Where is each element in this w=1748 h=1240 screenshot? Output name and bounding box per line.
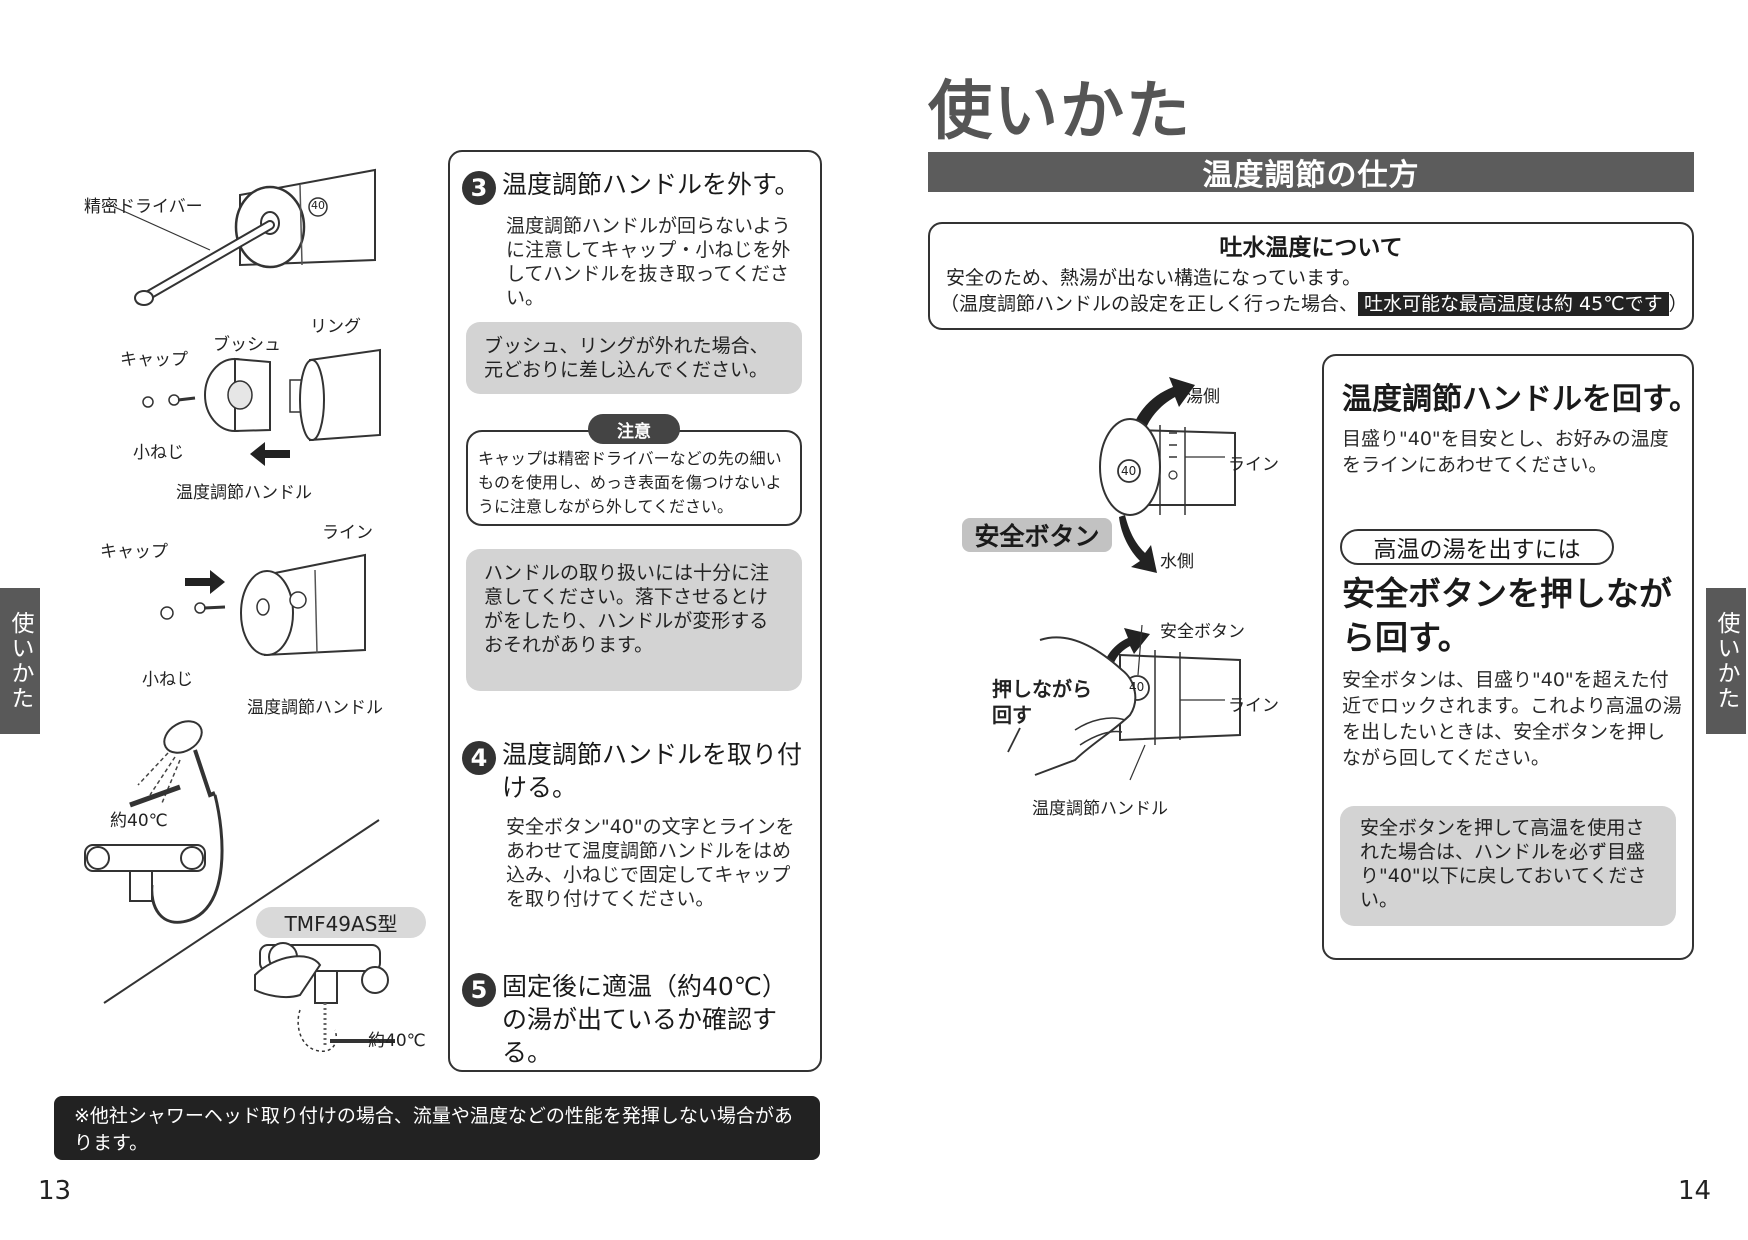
instructions-note: 安全ボタンを押して高温を使用された場合は、ハンドルを必ず目盛り"40"以下に戻し…	[1340, 806, 1676, 926]
high-temp-pill: 高温の湯を出すには	[1340, 529, 1614, 565]
label-small-screw-2: 小ねじ	[142, 670, 193, 690]
step-4: 4 温度調節ハンドルを取り付ける。	[462, 738, 802, 804]
label-screwdriver: 精密ドライバー	[84, 197, 203, 217]
step-4-number: 4	[462, 741, 496, 775]
hand-faucet-illustration	[254, 942, 395, 1052]
handle-rotation-diagram	[1099, 377, 1236, 573]
label-temp-1: 約40℃	[110, 811, 168, 831]
step-3-note: ブッシュ、リングが外れた場合、元どおりに差し込んでください。	[466, 322, 802, 394]
label-handle-1: 温度調節ハンドル	[176, 483, 312, 503]
side-tab-left: 使いかた	[0, 588, 40, 734]
footnote: ※他社シャワーヘッド取り付けの場合、流量や温度などの性能を発揮しない場合がありま…	[54, 1096, 820, 1160]
label-handle-2: 温度調節ハンドル	[247, 698, 383, 718]
step-3-body: 温度調節ハンドルが回らないように注意してキャップ・小ねじを外してハンドルを抜き取…	[506, 215, 791, 309]
label-small-screw-1: 小ねじ	[133, 443, 184, 463]
label-line: ライン	[322, 523, 373, 543]
temperature-info-heading: 吐水温度について	[1219, 235, 1403, 261]
label-bush: ブッシュ	[213, 335, 281, 355]
label-safety-button-2: 安全ボタン	[1160, 622, 1245, 642]
step-4-body: 安全ボタン"40"の文字とラインをあわせて温度調節ハンドルをはめ込み、小ねじで固…	[506, 816, 795, 910]
label-temp-2: 約40℃	[368, 1031, 426, 1051]
page-title: 使いかた	[928, 75, 1192, 149]
instructions-body: 目盛り"40"を目安とし、お好みの温度をラインにあわせてください。	[1342, 428, 1669, 476]
label-line-1: ライン	[1228, 455, 1279, 475]
screwdriver-illustration	[109, 168, 376, 306]
label-hot-side: 湯側	[1186, 387, 1220, 407]
step-5-title: 固定後に適温（約40℃）の湯が出ているか確認する。	[502, 972, 787, 1067]
dial-40-a: 40	[1121, 464, 1137, 478]
assembly-illustration	[160, 553, 366, 657]
shower-illustration	[84, 720, 224, 924]
label-push-rotate: 押しながら 回す	[992, 677, 1092, 727]
caution-tag: 注意	[588, 414, 680, 444]
temperature-info-prefix: （温度調節ハンドルの設定を正しく行った場合、	[940, 293, 1359, 315]
step-3-number: 3	[462, 171, 496, 205]
safety-button-label: 安全ボタン	[962, 518, 1112, 552]
caution-text: キャップは精密ドライバーなどの先の細いものを使用し、めっき表面を傷つけないように…	[478, 449, 782, 516]
dial-40-b: 40	[1129, 680, 1145, 694]
handling-note: ハンドルの取り扱いには十分に注意してください。落下させるとけがをしたり、ハンドル…	[466, 549, 802, 691]
instructions-subtitle: 安全ボタンを押しながら回す。	[1342, 574, 1672, 657]
section-header: 温度調節の仕方	[928, 152, 1694, 193]
label-dial-40-a: 40	[311, 199, 325, 212]
divider-line	[103, 819, 380, 1004]
temperature-info-line2: （温度調節ハンドルの設定を正しく行った場合、吐水可能な最高温度は約 45℃です）	[940, 289, 1688, 316]
max-temperature-highlight: 吐水可能な最高温度は約 45℃です	[1358, 292, 1669, 316]
instructions-panel	[1322, 354, 1694, 960]
page-number-left: 13	[38, 1176, 72, 1206]
model-label: TMF49AS型	[256, 907, 426, 938]
disassembly-illustration	[142, 348, 381, 466]
page-number-right: 14	[1678, 1176, 1712, 1206]
label-line-2: ライン	[1228, 696, 1279, 716]
label-cold-side: 水側	[1160, 552, 1194, 572]
label-cap-2: キャップ	[100, 542, 168, 562]
instructions-title: 温度調節ハンドルを回す。	[1342, 382, 1699, 417]
side-tab-right: 使いかた	[1706, 588, 1746, 734]
step-4-title: 温度調節ハンドルを取り付ける。	[502, 740, 803, 802]
instructions-body-2: 安全ボタンは、目盛り"40"を超えた付近でロックされます。これより高温の湯を出し…	[1342, 669, 1682, 769]
step-3-title: 温度調節ハンドルを外す。	[502, 170, 800, 199]
label-ring: リング	[310, 317, 361, 337]
push-rotate-diagram	[1007, 624, 1241, 781]
label-handle-3: 温度調節ハンドル	[1032, 799, 1168, 819]
temperature-info-box	[928, 222, 1694, 330]
temperature-info-line1: 安全のため、熱湯が出ない構造になっています。	[946, 267, 1362, 289]
steps-panel	[448, 150, 822, 1072]
step-5: 5 固定後に適温（約40℃）の湯が出ているか確認する。	[462, 970, 802, 1069]
temperature-info-suffix: ）	[1668, 293, 1688, 315]
step-5-number: 5	[462, 973, 496, 1007]
label-cap-1: キャップ	[120, 350, 188, 370]
step-3: 3 温度調節ハンドルを外す。	[462, 168, 802, 205]
